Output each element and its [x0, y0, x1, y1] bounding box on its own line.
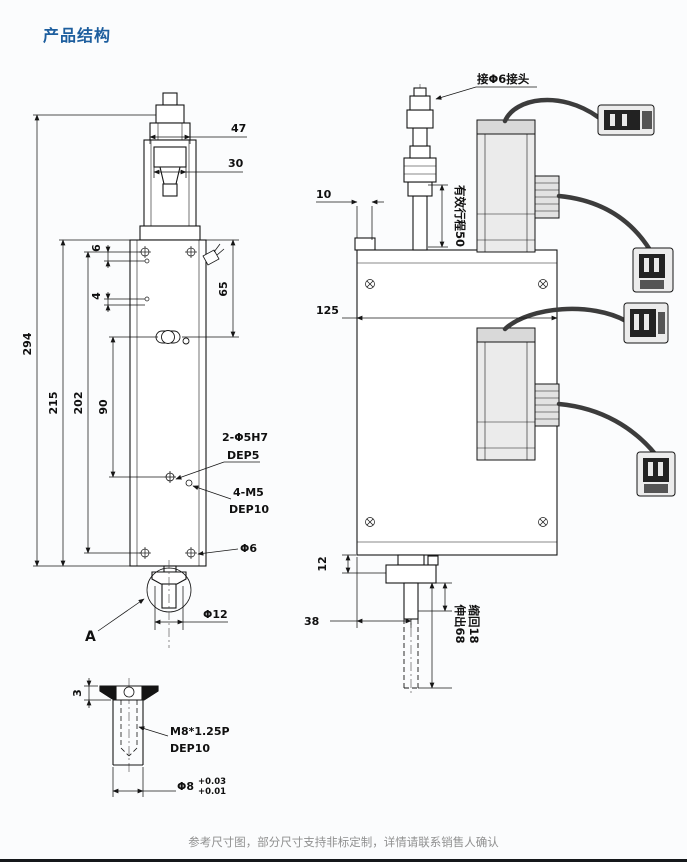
dim-38-label: 38 [304, 615, 319, 628]
dowel-hole-icon [164, 471, 193, 487]
detail-view-a: 3 M8*1.25P DEP10 Φ8 +0.03 +0.01 [71, 678, 230, 797]
dim-65-label: 65 [217, 281, 230, 296]
front-view-outline [129, 92, 225, 613]
motor-top [476, 119, 560, 253]
cable-plug-icon [636, 451, 676, 497]
motor-cables [502, 97, 659, 458]
cable-plug-icon [623, 302, 669, 344]
screw-hole-depth-note: DEP10 [229, 503, 269, 516]
motor-bottom [476, 327, 560, 461]
pin-hole-depth-note: DEP5 [227, 449, 259, 462]
fitting-note-label: 接Φ6接头 [477, 72, 530, 86]
page-title: 产品结构 [43, 26, 112, 45]
detail-outline [99, 685, 159, 766]
detail-thread [120, 700, 138, 757]
retract-note-label: 缩回18 [467, 604, 481, 643]
dim-4-label: 4 [90, 292, 103, 300]
bottom-bar [0, 859, 687, 862]
dia6-label: Φ6 [240, 542, 257, 555]
extend-note-label: 伸出68 [453, 603, 467, 643]
side-view-dimensions [316, 86, 558, 689]
cable-plug-icon [597, 104, 655, 136]
detail-a-callout: A [85, 629, 96, 645]
screw-hole-icon [365, 279, 548, 527]
dim-202-label: 202 [72, 392, 85, 415]
dim-90-label: 90 [97, 399, 110, 415]
shaft-extended-hidden [403, 619, 419, 689]
dim-215-label: 215 [47, 392, 60, 415]
dim-12-label: 12 [316, 556, 329, 571]
dia8-tol-lower: +0.01 [198, 787, 226, 797]
dia8-label: Φ8 [177, 780, 194, 793]
stroke-note-label: 有效行程50 [453, 185, 467, 247]
detail-dimensions [84, 678, 176, 797]
thread-label: M8*1.25P [170, 725, 230, 738]
side-view: 接Φ6接头 有效行程50 10 125 12 38 伸出68 缩回18 [304, 72, 676, 695]
dim-30-label: 30 [228, 157, 244, 170]
screw-hole-note: 4-M5 [233, 486, 264, 499]
side-view-labels: 接Φ6接头 有效行程50 10 125 12 38 伸出68 缩回18 [304, 72, 530, 644]
dim-10-label: 10 [316, 188, 332, 201]
dim-47-label: 47 [231, 122, 246, 135]
dia8-tol-upper: +0.03 [198, 777, 226, 787]
footer-note: 参考尺寸图，部分尺寸支持非标定制，详情请联系销售人确认 [188, 835, 499, 849]
detail-labels: 3 M8*1.25P DEP10 Φ8 +0.03 +0.01 [71, 689, 230, 797]
dim-294-label: 294 [21, 332, 34, 355]
sensor-icon [202, 243, 225, 266]
cable-plug-icon [632, 247, 674, 293]
dim-6-label: 6 [90, 244, 103, 252]
thread-depth-label: DEP10 [170, 742, 210, 755]
side-view-outline [354, 87, 558, 620]
dim-3-label: 3 [71, 689, 84, 697]
pin-hole-note: 2-Φ5H7 [222, 431, 268, 444]
dia12-label: Φ12 [203, 608, 228, 621]
front-view: 294 215 202 90 6 4 47 30 65 2-Φ5H7 DEP5 … [21, 92, 269, 648]
front-view-labels: 294 215 202 90 6 4 47 30 65 2-Φ5H7 DEP5 … [21, 122, 269, 645]
dim-125-label: 125 [316, 304, 339, 317]
front-view-dimensions [33, 114, 260, 632]
